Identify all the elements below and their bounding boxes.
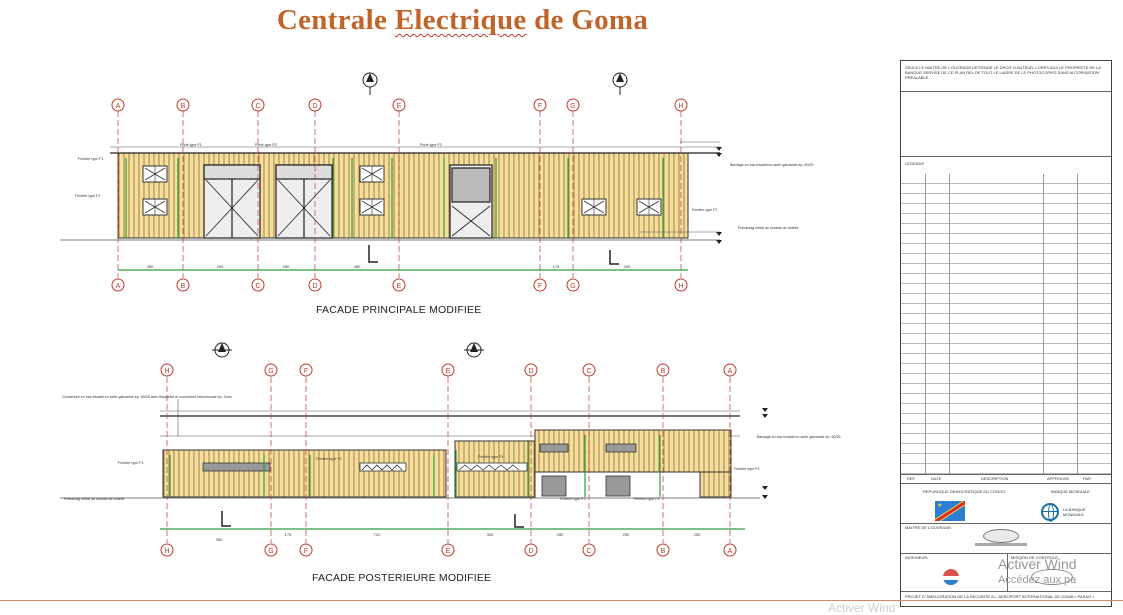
svg-text:Fenêtre type F3: Fenêtre type F3 xyxy=(634,497,659,501)
svg-text:H: H xyxy=(678,103,683,110)
svg-text:250: 250 xyxy=(557,532,564,537)
svg-text:D: D xyxy=(312,283,317,290)
svg-text:250: 250 xyxy=(694,532,701,537)
svg-text:C: C xyxy=(586,368,591,375)
svg-text:H: H xyxy=(164,368,169,375)
rdc-label: REPUBLIQUE DEMOCRATIQUE DU CONGO xyxy=(923,489,1006,494)
svg-text:Bardage en bac trivalail en ac: Bardage en bac trivalail en acier galvan… xyxy=(757,435,841,439)
svg-text:F: F xyxy=(538,283,542,290)
rva-logo-icon xyxy=(983,529,1019,543)
svg-text:D: D xyxy=(528,548,533,555)
svg-text:E: E xyxy=(397,103,402,110)
ingenieur-label: INGENIEUR: xyxy=(905,555,929,560)
svg-text:295: 295 xyxy=(217,264,224,269)
svg-text:Poteaulag métal au soubas de c: Poteaulag métal au soubas de chanté xyxy=(738,226,798,230)
svg-text:Couverture en bac trivalail en: Couverture en bac trivalail en acier gal… xyxy=(62,395,232,399)
drc-flag-icon: ★ xyxy=(935,501,965,521)
title-block: SEULE LE MAITRE DE L'OUVRAGE DETIENDE LE… xyxy=(900,60,1112,607)
fp-grid-top-A: A xyxy=(116,103,121,110)
windows-activation-watermark: Activer Wind Accédez aux pa xyxy=(998,556,1077,586)
svg-text:F: F xyxy=(538,103,542,110)
svg-text:Fenêtre type F3: Fenêtre type F3 xyxy=(118,461,143,465)
bottom-faint-watermark: Activer Wind xyxy=(828,601,896,615)
svg-text:B: B xyxy=(181,103,186,110)
north-arrow-icon xyxy=(362,72,378,95)
svg-text:Porte type P2: Porte type P2 xyxy=(255,143,277,147)
svg-text:D: D xyxy=(528,368,533,375)
svg-text:Porte type P3: Porte type P3 xyxy=(420,143,442,147)
svg-text:F: F xyxy=(304,548,308,555)
svg-text:Fenêtre type F3: Fenêtre type F3 xyxy=(316,457,341,461)
svg-text:Fenêtre type F2: Fenêtre type F2 xyxy=(692,208,717,212)
svg-text:C: C xyxy=(586,548,591,555)
svg-text:175: 175 xyxy=(553,264,560,269)
svg-text:C: C xyxy=(255,283,260,290)
page-title: Centrale Electrique de Goma xyxy=(276,4,649,36)
svg-text:Porte type P1: Porte type P1 xyxy=(180,143,202,147)
svg-text:E: E xyxy=(397,283,402,290)
svg-text:Fenêtre type F1: Fenêtre type F1 xyxy=(78,157,103,161)
facade-posterieure-caption: FACADE POSTERIEURE MODIFIEE xyxy=(312,572,492,584)
svg-text:B: B xyxy=(661,548,666,555)
svg-text:175: 175 xyxy=(285,532,292,537)
svg-text:400: 400 xyxy=(487,532,494,537)
svg-text:Fenêtre type F4: Fenêtre type F4 xyxy=(478,455,503,459)
ingenieur-logo-icon xyxy=(943,569,959,585)
svg-text:A: A xyxy=(728,368,733,375)
svg-text:C: C xyxy=(255,103,260,110)
svg-text:Fenêtre type P2: Fenêtre type P2 xyxy=(560,497,586,501)
svg-text:A: A xyxy=(728,548,733,555)
north-arrow-icon xyxy=(464,342,484,358)
svg-text:B: B xyxy=(181,283,186,290)
facade-principale-caption: FACADE PRINCIPALE MODIFIEE xyxy=(316,304,482,316)
projet-label: PROJET D' AMELIORATION DE LA SECURITE A … xyxy=(905,594,1095,599)
world-bank-logo-icon xyxy=(1041,503,1059,522)
svg-text:B: B xyxy=(661,368,666,375)
svg-text:G: G xyxy=(570,103,575,110)
banque-label: BANQUE MONDIALE xyxy=(1051,489,1090,494)
svg-text:Poteaulag métal au soubas de c: Poteaulag métal au soubas de chanté xyxy=(64,497,124,501)
facade-principale: A B C D E F G H A B C D E F G H 350 295 … xyxy=(60,72,814,292)
svg-text:200: 200 xyxy=(624,264,631,269)
svg-text:Fenêtre type F3: Fenêtre type F3 xyxy=(734,467,759,471)
revision-table xyxy=(901,174,1111,474)
slide-bottom-divider xyxy=(0,600,1123,601)
svg-text:300: 300 xyxy=(216,537,223,542)
svg-text:Fenêtre type F2: Fenêtre type F2 xyxy=(75,194,100,198)
svg-text:E: E xyxy=(446,548,451,555)
svg-text:G: G xyxy=(268,548,273,555)
svg-text:H: H xyxy=(164,548,169,555)
svg-text:G: G xyxy=(570,283,575,290)
legend-label: LEGENDE xyxy=(905,161,925,166)
svg-text:G: G xyxy=(268,368,273,375)
facade-posterieure: H G F E D C B A H G F E D C B A 300 175 … xyxy=(60,342,841,557)
title-block-header: SEULE LE MAITRE DE L'OUVRAGE DETIENDE LE… xyxy=(905,65,1101,80)
svg-text:Bardage en bac trivalail en ac: Bardage en bac trivalail en acier galvan… xyxy=(730,163,814,167)
north-arrow-icon xyxy=(612,72,628,95)
svg-text:720: 720 xyxy=(374,532,381,537)
svg-text:280: 280 xyxy=(283,264,290,269)
svg-text:250: 250 xyxy=(623,532,630,537)
north-arrow-icon xyxy=(212,342,232,358)
svg-text:D: D xyxy=(312,103,317,110)
svg-text:E: E xyxy=(446,368,451,375)
svg-text:F: F xyxy=(304,368,308,375)
mission-label: MISSION DE CONTROLE: xyxy=(1011,555,1060,560)
maitre-label: MAITRE DE L'OUVRAGE: xyxy=(905,525,952,530)
svg-text:A: A xyxy=(116,283,121,290)
svg-text:350: 350 xyxy=(147,264,154,269)
svg-text:H: H xyxy=(678,283,683,290)
svg-text:480: 480 xyxy=(354,264,361,269)
